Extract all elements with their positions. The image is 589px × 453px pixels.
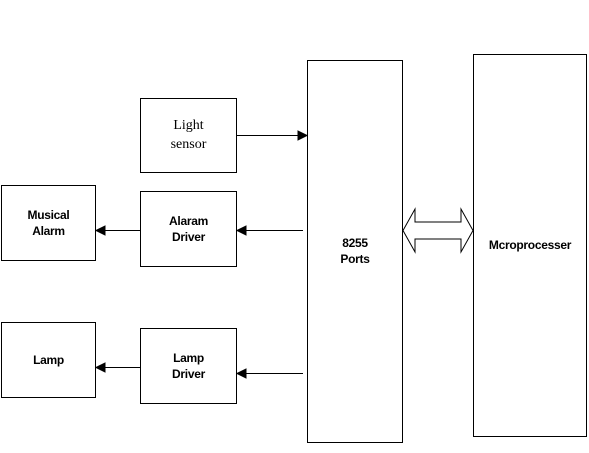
musical-alarm-box bbox=[1, 185, 96, 261]
alarm-driver-box bbox=[140, 191, 237, 267]
alarm-driver-to-alarm-arrowhead bbox=[94, 225, 106, 236]
ports-to-lamp-driver-arrowhead bbox=[235, 368, 247, 379]
ports-8255-label: 8255 Ports bbox=[340, 236, 370, 266]
lamp-box bbox=[1, 322, 96, 398]
ports-to-alarm-driver-arrowhead bbox=[235, 225, 247, 236]
light-sensor-box bbox=[140, 98, 237, 173]
lamp-driver-label: Lamp Driver bbox=[172, 351, 205, 381]
lamp-driver-box bbox=[140, 328, 237, 404]
lamp-driver-to-lamp-arrowhead bbox=[94, 362, 106, 373]
musical-alarm-label: Musical Alarm bbox=[27, 208, 70, 238]
microprocessor-label: Mcroprocesser bbox=[488, 238, 572, 252]
microprocessor-box bbox=[473, 54, 587, 437]
bidirectional-bus-arrow bbox=[402, 207, 474, 254]
ports-8255-box bbox=[307, 60, 403, 443]
lamp-label: Lamp bbox=[33, 353, 64, 367]
alarm-driver-label: Alaram Driver bbox=[169, 214, 208, 244]
light-sensor-label: Light sensor bbox=[170, 118, 207, 152]
sensor-to-ports-arrowhead bbox=[297, 130, 309, 141]
